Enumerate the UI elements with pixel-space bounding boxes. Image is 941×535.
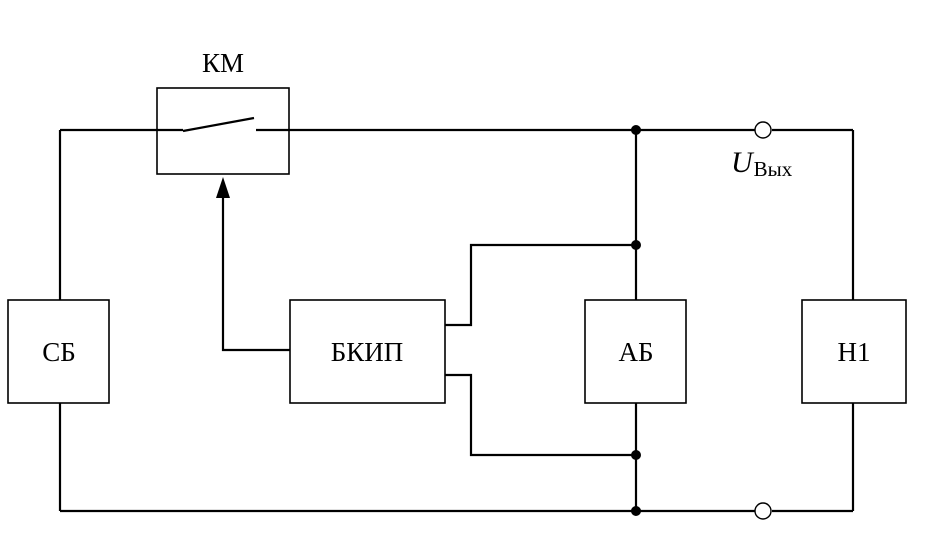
ab-block [584,299,687,404]
sb-label: СБ [42,337,76,367]
output-terminal-top [754,121,772,139]
bkip-upper-connection [445,243,636,327]
km-label: КМ [202,48,244,78]
junction-dot-upper [631,240,641,250]
bkip-block [289,299,446,404]
junction-dot-lower [631,450,641,460]
control-arrow-head [216,177,230,198]
junction-dot-top [631,125,641,135]
sb-block [7,299,110,404]
junction-dot-bottom [631,506,641,516]
control-line [221,195,290,352]
h1-block [801,299,907,404]
bkip-lower-connection [445,373,636,457]
ab-label: АБ [618,337,653,367]
bkip-label: БКИП [331,337,404,367]
output-terminal-bottom [754,502,772,520]
output-voltage-label: UВых [731,146,793,181]
h1-label: Н1 [838,337,871,367]
km-switch-contact [182,116,255,133]
